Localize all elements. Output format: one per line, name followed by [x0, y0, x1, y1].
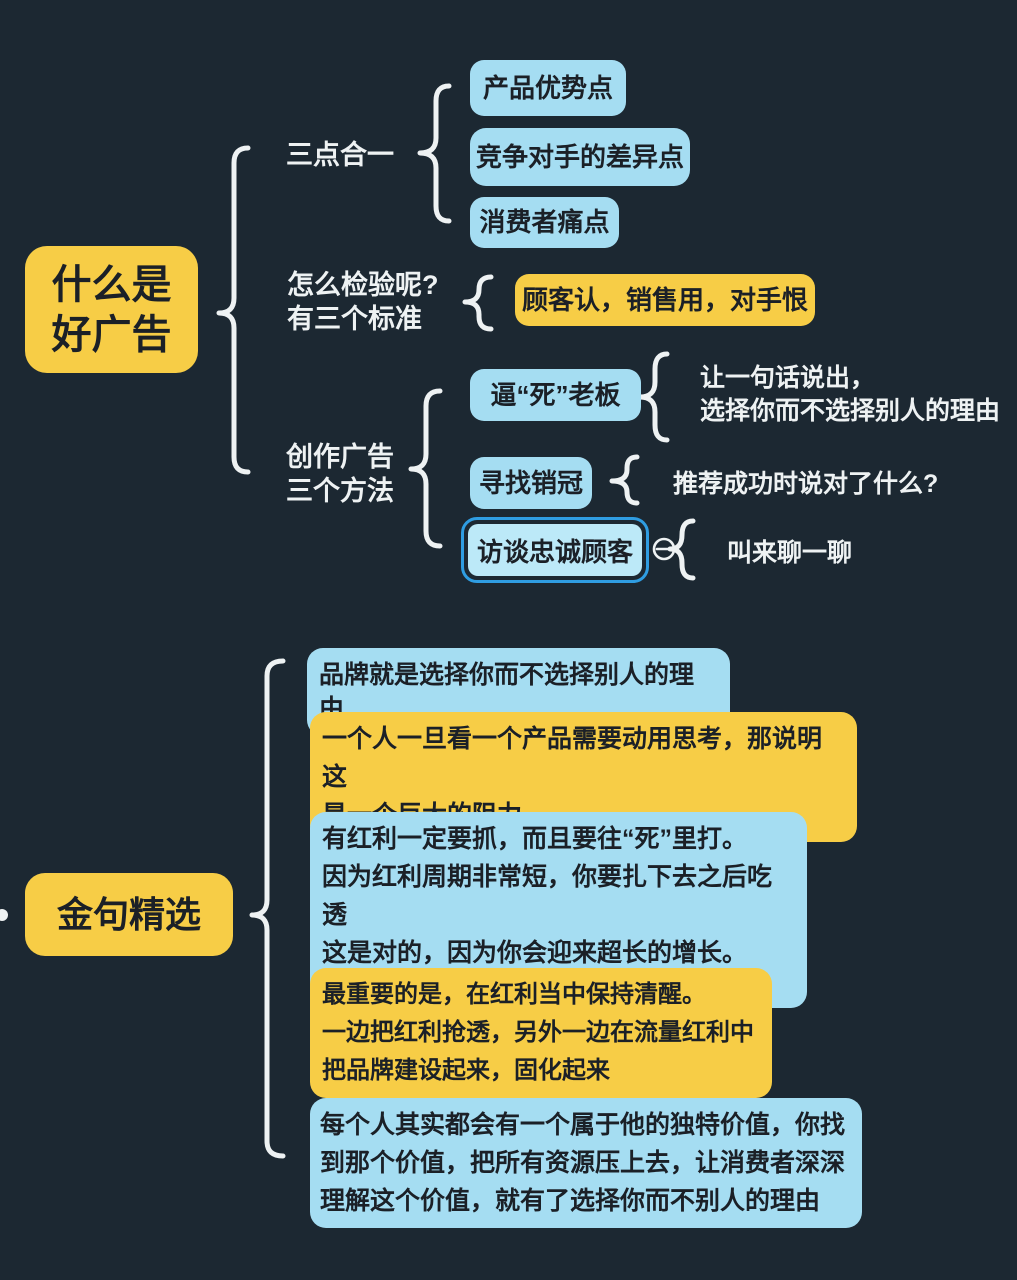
- branch-label-three-methods[interactable]: 创作广告 三个方法: [286, 442, 394, 506]
- note-what-said-right[interactable]: 推荐成功时说对了什么?: [673, 470, 939, 498]
- brace-root-golden-quotes: [249, 658, 286, 1159]
- offscreen-brace-tip: [0, 909, 8, 921]
- branch-label-how-to-verify[interactable]: 怎么检验呢? 有三个标准: [287, 270, 439, 334]
- brace-force-boss: [637, 351, 670, 443]
- brace-three-in-one: [417, 83, 452, 224]
- node-consumer-painpoint[interactable]: 消费者痛点: [470, 197, 619, 248]
- brace-root-good-ad: [216, 145, 251, 475]
- node-customer-recognize-standard[interactable]: 顾客认，销售用，对手恨: [515, 274, 815, 326]
- node-product-advantage[interactable]: 产品优势点: [470, 60, 626, 116]
- note-one-sentence-reason[interactable]: 让一句话说出， 选择你而不选择别人的理由: [700, 364, 1001, 425]
- node-interview-loyal-customers-label: 访谈忠诚顾客: [468, 524, 642, 576]
- collapse-toggle-icon[interactable]: [652, 537, 676, 561]
- brace-three-methods: [408, 388, 443, 549]
- quote-stay-sober[interactable]: 最重要的是，在红利当中保持清醒。 一边把红利抢透，另外一边在流量红利中 把品牌建…: [310, 968, 772, 1098]
- quote-unique-value[interactable]: 每个人其实都会有一个属于他的独特价值，你找 到那个价值，把所有资源压上去，让消费…: [310, 1098, 862, 1228]
- node-interview-loyal-customers[interactable]: 访谈忠诚顾客: [461, 517, 649, 583]
- brace-find-top-sales: [609, 454, 640, 506]
- note-invite-chat[interactable]: 叫来聊一聊: [727, 539, 853, 567]
- node-golden-quotes[interactable]: 金句精选: [25, 873, 233, 956]
- brace-verify: [462, 274, 494, 332]
- node-find-top-sales[interactable]: 寻找销冠: [470, 457, 592, 509]
- node-competitor-difference[interactable]: 竞争对手的差异点: [470, 128, 690, 186]
- node-force-boss[interactable]: 逼“死”老板: [470, 369, 641, 421]
- branch-label-three-in-one[interactable]: 三点合一: [286, 140, 394, 170]
- node-what-is-good-ad[interactable]: 什么是 好广告: [25, 246, 198, 373]
